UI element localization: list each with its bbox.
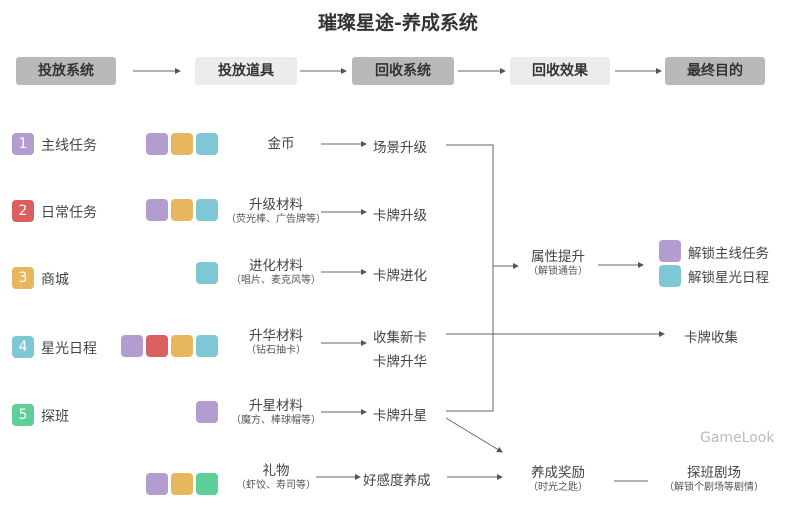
item-name: 升华材料 <box>249 328 303 344</box>
number-badge: 5 <box>12 404 34 426</box>
effect-attribute-boost: 属性提升 （解锁通告） <box>513 249 603 278</box>
source-label: 主线任务 <box>41 138 97 154</box>
recycle-collect-new-card: 收集新卡 <box>373 330 427 346</box>
source-chip-cyan <box>196 335 218 357</box>
goal-chip-cyan <box>659 265 681 287</box>
item-evolve-material: 进化材料 （唱片、麦克风等） <box>216 258 336 287</box>
source-label: 星光日程 <box>41 341 97 357</box>
number-badge: 2 <box>12 200 34 222</box>
item-sub: （荧光棒、广告牌等） <box>226 214 326 225</box>
source-chip-purple <box>196 401 218 423</box>
item-sub: （唱片、麦克风等） <box>231 275 321 286</box>
item-sublimate-material: 升华材料 （钻石抽卡） <box>216 328 336 357</box>
page-title: 璀璨星途-养成系统 <box>318 12 478 34</box>
number-badge: 1 <box>12 133 34 155</box>
item-name: 进化材料 <box>249 258 303 274</box>
goal-chip-purple <box>659 240 681 262</box>
watermark: GameLook <box>700 430 775 446</box>
item-upgrade-material: 升级材料 （荧光棒、广告牌等） <box>216 197 336 226</box>
goal-card-collection: 卡牌收集 <box>684 330 738 346</box>
item-name: 升级材料 <box>249 197 303 213</box>
source-chip-yellow <box>171 473 193 495</box>
bracket <box>446 144 494 412</box>
source-chip-yellow <box>171 335 193 357</box>
goal-sub: （解锁个剧场等剧情） <box>664 482 764 493</box>
source-chip-purple <box>146 199 168 221</box>
recycle-card-evolve: 卡牌进化 <box>373 268 427 284</box>
effect-name: 属性提升 <box>531 249 585 265</box>
goal-unlock-starlight: 解锁星光日程 <box>688 270 769 286</box>
item-sub: （钻石抽卡） <box>246 345 306 356</box>
recycle-card-star: 卡牌升星 <box>373 408 427 424</box>
recycle-card-upgrade: 卡牌升级 <box>373 208 427 224</box>
source-chip-purple <box>146 133 168 155</box>
source-chip-purple <box>121 335 143 357</box>
recycle-card-sublimate: 卡牌升华 <box>373 354 427 370</box>
recycle-scene-upgrade: 场景升级 <box>373 140 427 156</box>
source-chip-yellow <box>171 199 193 221</box>
source-chip-red <box>146 335 168 357</box>
stage-delivery-items: 投放道具 <box>195 57 297 85</box>
source-chip-cyan <box>196 262 218 284</box>
source-label: 商城 <box>41 272 69 288</box>
item-name: 升星材料 <box>249 398 303 414</box>
stage-recycle-effect: 回收效果 <box>510 57 610 85</box>
item-gift: 礼物 （虾饺、寿司等） <box>216 463 336 492</box>
effect-sub: （解锁通告） <box>528 266 588 277</box>
item-gold: 金币 <box>226 136 336 152</box>
item-sub: （虾饺、寿司等） <box>236 480 316 491</box>
goal-name: 探班剧场 <box>687 465 741 481</box>
source-chip-purple <box>146 473 168 495</box>
item-name: 礼物 <box>262 463 290 479</box>
source-chip-cyan <box>196 199 218 221</box>
source-chip-cyan <box>196 133 218 155</box>
item-star-material: 升星材料 （魔方、棒球帽等） <box>216 398 336 427</box>
source-chip-green <box>196 473 218 495</box>
source-label: 探班 <box>41 409 69 425</box>
effect-sub: （时光之匙） <box>528 482 588 493</box>
effect-name: 养成奖励 <box>531 465 585 481</box>
diag-arrow <box>445 417 503 453</box>
source-label: 日常任务 <box>41 205 97 221</box>
goal-unlock-main-quest: 解锁主线任务 <box>688 246 769 262</box>
stage-recycle-system: 回收系统 <box>352 57 454 85</box>
number-badge: 4 <box>12 336 34 358</box>
item-name: 金币 <box>267 136 295 152</box>
recycle-affection: 好感度养成 <box>363 473 431 489</box>
item-sub: （魔方、棒球帽等） <box>231 415 321 426</box>
effect-growth-reward: 养成奖励 （时光之匙） <box>513 465 603 494</box>
stage-delivery-system: 投放系统 <box>16 57 116 85</box>
number-badge: 3 <box>12 267 34 289</box>
goal-visit-theater: 探班剧场 （解锁个剧场等剧情） <box>652 465 776 494</box>
stage-final-goal: 最终目的 <box>665 57 765 85</box>
source-chip-yellow <box>171 133 193 155</box>
